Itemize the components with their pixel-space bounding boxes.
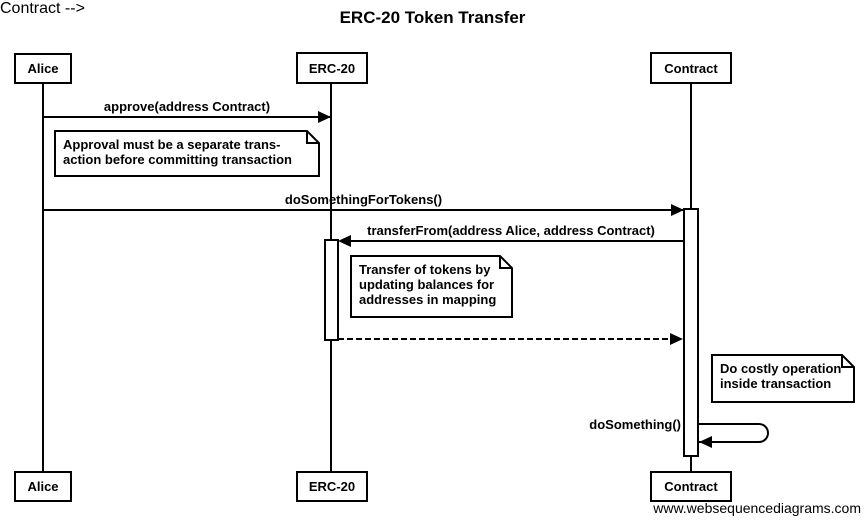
- note-costly-text: Do costly operation inside transaction: [720, 361, 841, 391]
- note-approval-line1: Approval must be a separate trans-: [63, 137, 281, 152]
- note-outline: [711, 354, 855, 403]
- actor-contract-bottom: Contract: [650, 471, 732, 502]
- message-line-dosomethingfortokens: [43, 209, 684, 211]
- note-approval-line2: action before committing transaction: [63, 152, 292, 167]
- diagram-title: ERC-20 Token Transfer: [339, 8, 526, 27]
- activation-contract: [683, 208, 699, 457]
- activation-erc20: [324, 239, 339, 341]
- note-approval: Approval must be a separate trans- actio…: [54, 130, 320, 177]
- note-transfer: Transfer of tokens by updating balances …: [350, 255, 513, 318]
- actor-erc20-top: ERC-20: [296, 52, 368, 84]
- actor-erc20-bottom: ERC-20: [296, 471, 368, 502]
- note-outline: [54, 130, 320, 177]
- watermark-link: www.websequencediagrams.com: [653, 500, 861, 516]
- self-call-loop: [699, 423, 769, 443]
- note-transfer-text: Transfer of tokens by updating balances …: [359, 262, 496, 307]
- note-transfer-line1: Transfer of tokens by: [359, 262, 491, 277]
- note-costly-line2: inside transaction: [720, 376, 832, 391]
- message-label-dosomethingfortokens: doSomethingForTokens(): [284, 192, 443, 207]
- arrowhead-left-icon: [338, 235, 351, 247]
- note-transfer-line3: addresses in mapping: [359, 292, 497, 307]
- arrowhead-right-icon: [670, 333, 683, 345]
- message-label-approve: approve(address Contract): [103, 99, 271, 114]
- note-fold-corner-icon: [841, 355, 854, 368]
- actor-alice-top: Alice: [14, 53, 72, 84]
- message-line-return-dashed: [338, 338, 671, 340]
- message-label-transferfrom: transferFrom(address Alice, address Cont…: [367, 223, 655, 238]
- lifeline-alice: [42, 84, 44, 471]
- actor-alice-bottom: Alice: [14, 471, 72, 502]
- actor-contract-top: Contract: [650, 52, 732, 84]
- note-fold-corner-icon: [499, 256, 512, 269]
- message-line-transferfrom: [351, 240, 683, 242]
- arrowhead-left-icon: [699, 436, 712, 448]
- message-label-dosomething: doSomething(): [589, 417, 681, 432]
- arrowhead-right-icon: [671, 204, 684, 216]
- arrowhead-right-icon: [318, 111, 331, 123]
- note-costly-operation: Do costly operation inside transaction: [711, 354, 855, 403]
- note-outline: [350, 255, 513, 318]
- note-fold-corner-icon: [306, 131, 319, 144]
- note-costly-line1: Do costly operation: [720, 361, 842, 376]
- message-line-approve: [43, 116, 331, 118]
- note-transfer-line2: updating balances for: [359, 277, 495, 292]
- note-approval-text: Approval must be a separate trans- actio…: [63, 137, 292, 167]
